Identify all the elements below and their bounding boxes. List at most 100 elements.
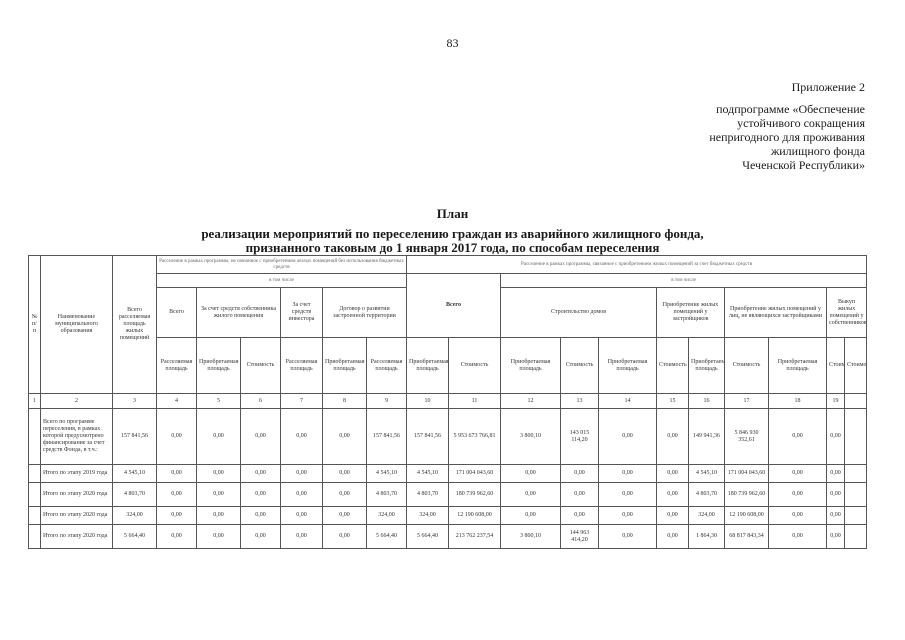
column-number-row: 1 2 3 4 5 6 7 8 9 10 11 12 13 14 15 16 1… [28, 393, 868, 409]
cell: 0,00 [598, 482, 658, 507]
column-number: 18 [768, 393, 828, 409]
row-name: Итого по этапу 2020 года [40, 506, 113, 525]
title-heading: План [436, 206, 469, 221]
cell [844, 506, 868, 525]
column-number: 3 [112, 393, 157, 409]
cell: 0,00 [322, 524, 367, 549]
cell: 4 545,10 [365, 464, 408, 483]
cell: 4 803,70 [406, 482, 450, 507]
cell: 180 739 962,60 [724, 482, 770, 507]
cell: 4 545,10 [688, 464, 726, 483]
cell: 0,00 [322, 506, 367, 525]
cell: 0,00 [768, 524, 828, 549]
header-resettled-area: Расселяемая площадь [365, 337, 408, 394]
cell: 5 953 673 766,81 [448, 408, 502, 465]
cell: 324,00 [406, 506, 450, 525]
page-number: 83 [446, 36, 459, 50]
cell: 0,00 [156, 408, 197, 465]
cell: 149 941,36 [688, 408, 726, 465]
header-total: Всего [156, 287, 197, 338]
cell [844, 524, 868, 549]
column-number: 12 [500, 393, 562, 409]
cell: 0,00 [656, 506, 690, 525]
header-g1-sub2: За счет средств инвестора [280, 287, 323, 338]
cell: 0,00 [826, 482, 846, 507]
table-row: Итого по этапу 2020 года 4 803,70 0,00 0… [28, 482, 868, 507]
header-number: № п/п [28, 255, 41, 394]
cell: 0,00 [322, 482, 367, 507]
cell: 4 545,10 [112, 464, 157, 483]
cell: 0,00 [500, 482, 562, 507]
cell: 4 803,70 [365, 482, 408, 507]
row-number [28, 506, 41, 525]
cell: 171 004 043,60 [724, 464, 770, 483]
column-number: 11 [448, 393, 502, 409]
cell: 5 664,40 [406, 524, 450, 549]
column-number: 9 [365, 393, 408, 409]
cell: 171 004 043,60 [448, 464, 502, 483]
cell: 1 864,30 [688, 524, 726, 549]
header-cost: Стоимость [826, 337, 846, 394]
cell: 324,00 [688, 506, 726, 525]
header-cost: Стоимость [240, 337, 281, 394]
cell: 5 846 930 352,61 [724, 408, 770, 465]
cell: 0,00 [826, 506, 846, 525]
row-name: Итого по этапу 2020 года [40, 524, 113, 549]
column-number: 16 [688, 393, 726, 409]
header-name: Наименование муниципального образования [40, 255, 113, 394]
cell: 0,00 [598, 408, 658, 465]
cell: 3 800,10 [500, 524, 562, 549]
cell [844, 482, 868, 507]
cell: 157 841,56 [112, 408, 157, 465]
cell: 0,00 [156, 506, 197, 525]
cell: 5 664,40 [365, 524, 408, 549]
appendix-title: Приложение 2 [791, 80, 865, 94]
cell: 0,00 [826, 408, 846, 465]
cell: 0,00 [280, 464, 323, 483]
cell: 0,00 [560, 482, 600, 507]
column-number: 8 [322, 393, 367, 409]
row-number [28, 464, 41, 483]
header-g2-sub4: Выкуп жилых помещений у собственников [826, 287, 868, 338]
cell: 0,00 [560, 464, 600, 483]
column-number: 6 [240, 393, 281, 409]
cell: 0,00 [322, 464, 367, 483]
cell: 324,00 [112, 506, 157, 525]
header-g1-sub1: За счет средств собственника жилого поме… [196, 287, 281, 338]
cell: 0,00 [196, 506, 241, 525]
cell: 0,00 [280, 506, 323, 525]
column-number: 4 [156, 393, 197, 409]
row-number [28, 408, 41, 465]
cell: 0,00 [768, 408, 828, 465]
table-row: Итого по этапу 2020 года 324,00 0,00 0,0… [28, 506, 868, 525]
cell: 4 803,70 [112, 482, 157, 507]
row-name: Итого по этапу 2019 года [40, 464, 113, 483]
cell: 0,00 [240, 464, 281, 483]
column-number: 17 [724, 393, 770, 409]
table-row: Всего по программе переселения, в рамках… [28, 408, 868, 465]
cell: 157 841,56 [406, 408, 450, 465]
cell: 12 190 608,00 [448, 506, 502, 525]
header-total-area: Всего расселяемая площадь жилых помещени… [112, 255, 157, 394]
header-cost: Стоимость [560, 337, 600, 394]
cell: 0,00 [768, 506, 828, 525]
cell: 68 817 843,34 [724, 524, 770, 549]
header-g2-sub2: Приобретение жилых помещений у застройщи… [656, 287, 726, 338]
cell: 0,00 [280, 524, 323, 549]
cell: 0,00 [656, 524, 690, 549]
header-cost: Стоимость [448, 337, 502, 394]
cell: 0,00 [322, 408, 367, 465]
cell: 0,00 [560, 506, 600, 525]
cell: 0,00 [156, 482, 197, 507]
cell: 0,00 [240, 408, 281, 465]
header-resettled-area: Расселяемая площадь [156, 337, 197, 394]
cell: 0,00 [280, 408, 323, 465]
header-cost: Стоимость [656, 337, 690, 394]
cell: 0,00 [656, 482, 690, 507]
cell: 213 762 237,54 [448, 524, 502, 549]
header-acquired-area: Приобретаемая площадь [196, 337, 241, 394]
cell [844, 464, 868, 483]
header-acquired-area: Приобретаемая площадь [406, 337, 450, 394]
cell: 143 015 114,20 [560, 408, 600, 465]
header-cost: Стоимость [844, 337, 868, 394]
